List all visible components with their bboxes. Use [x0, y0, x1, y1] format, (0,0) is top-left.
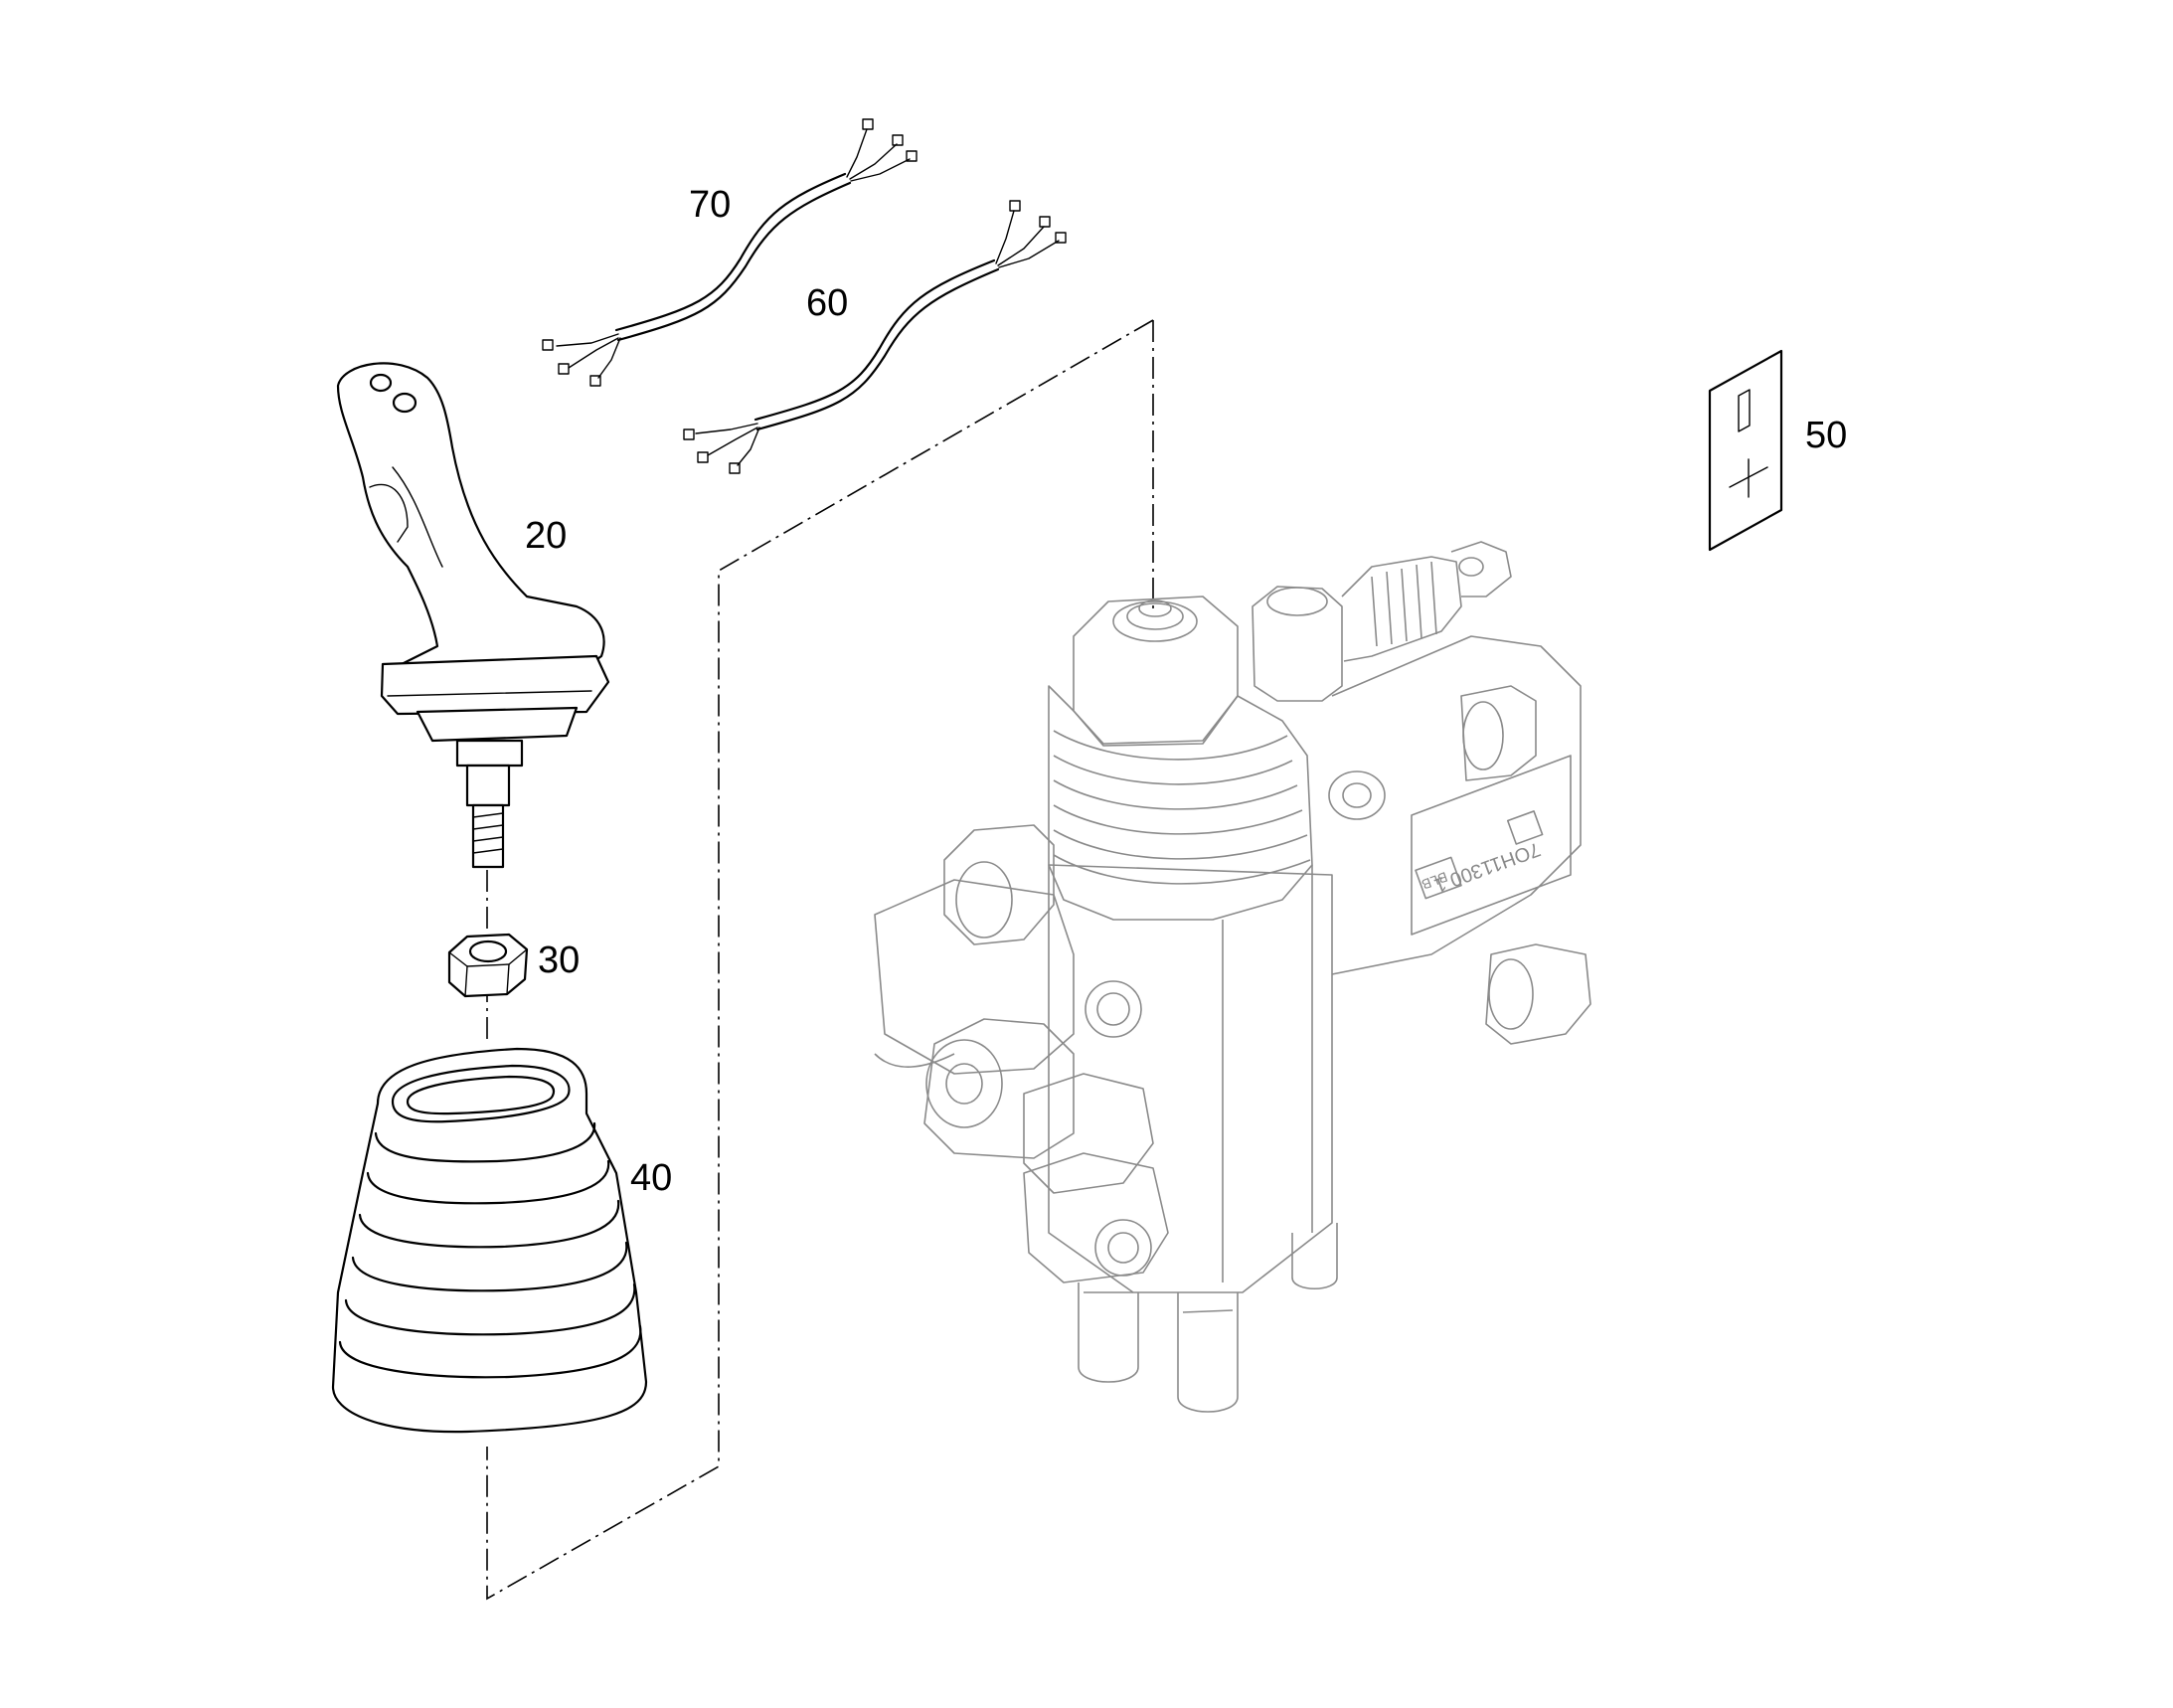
hex-nut-30 [447, 933, 529, 998]
wire-harness-70 [542, 118, 918, 387]
joystick-handle-20 [336, 362, 610, 869]
rubber-boot-40 [331, 1047, 648, 1434]
callout-60: 60 [806, 282, 849, 324]
callout-30: 30 [538, 939, 581, 981]
callout-20: 20 [525, 515, 568, 557]
control-valve [874, 541, 1591, 1413]
callout-40: 40 [630, 1157, 673, 1199]
callout-70: 70 [689, 184, 732, 226]
wire-harness-60 [683, 200, 1067, 474]
label-decal-50 [1708, 349, 1783, 552]
callout-50: 50 [1805, 415, 1848, 456]
